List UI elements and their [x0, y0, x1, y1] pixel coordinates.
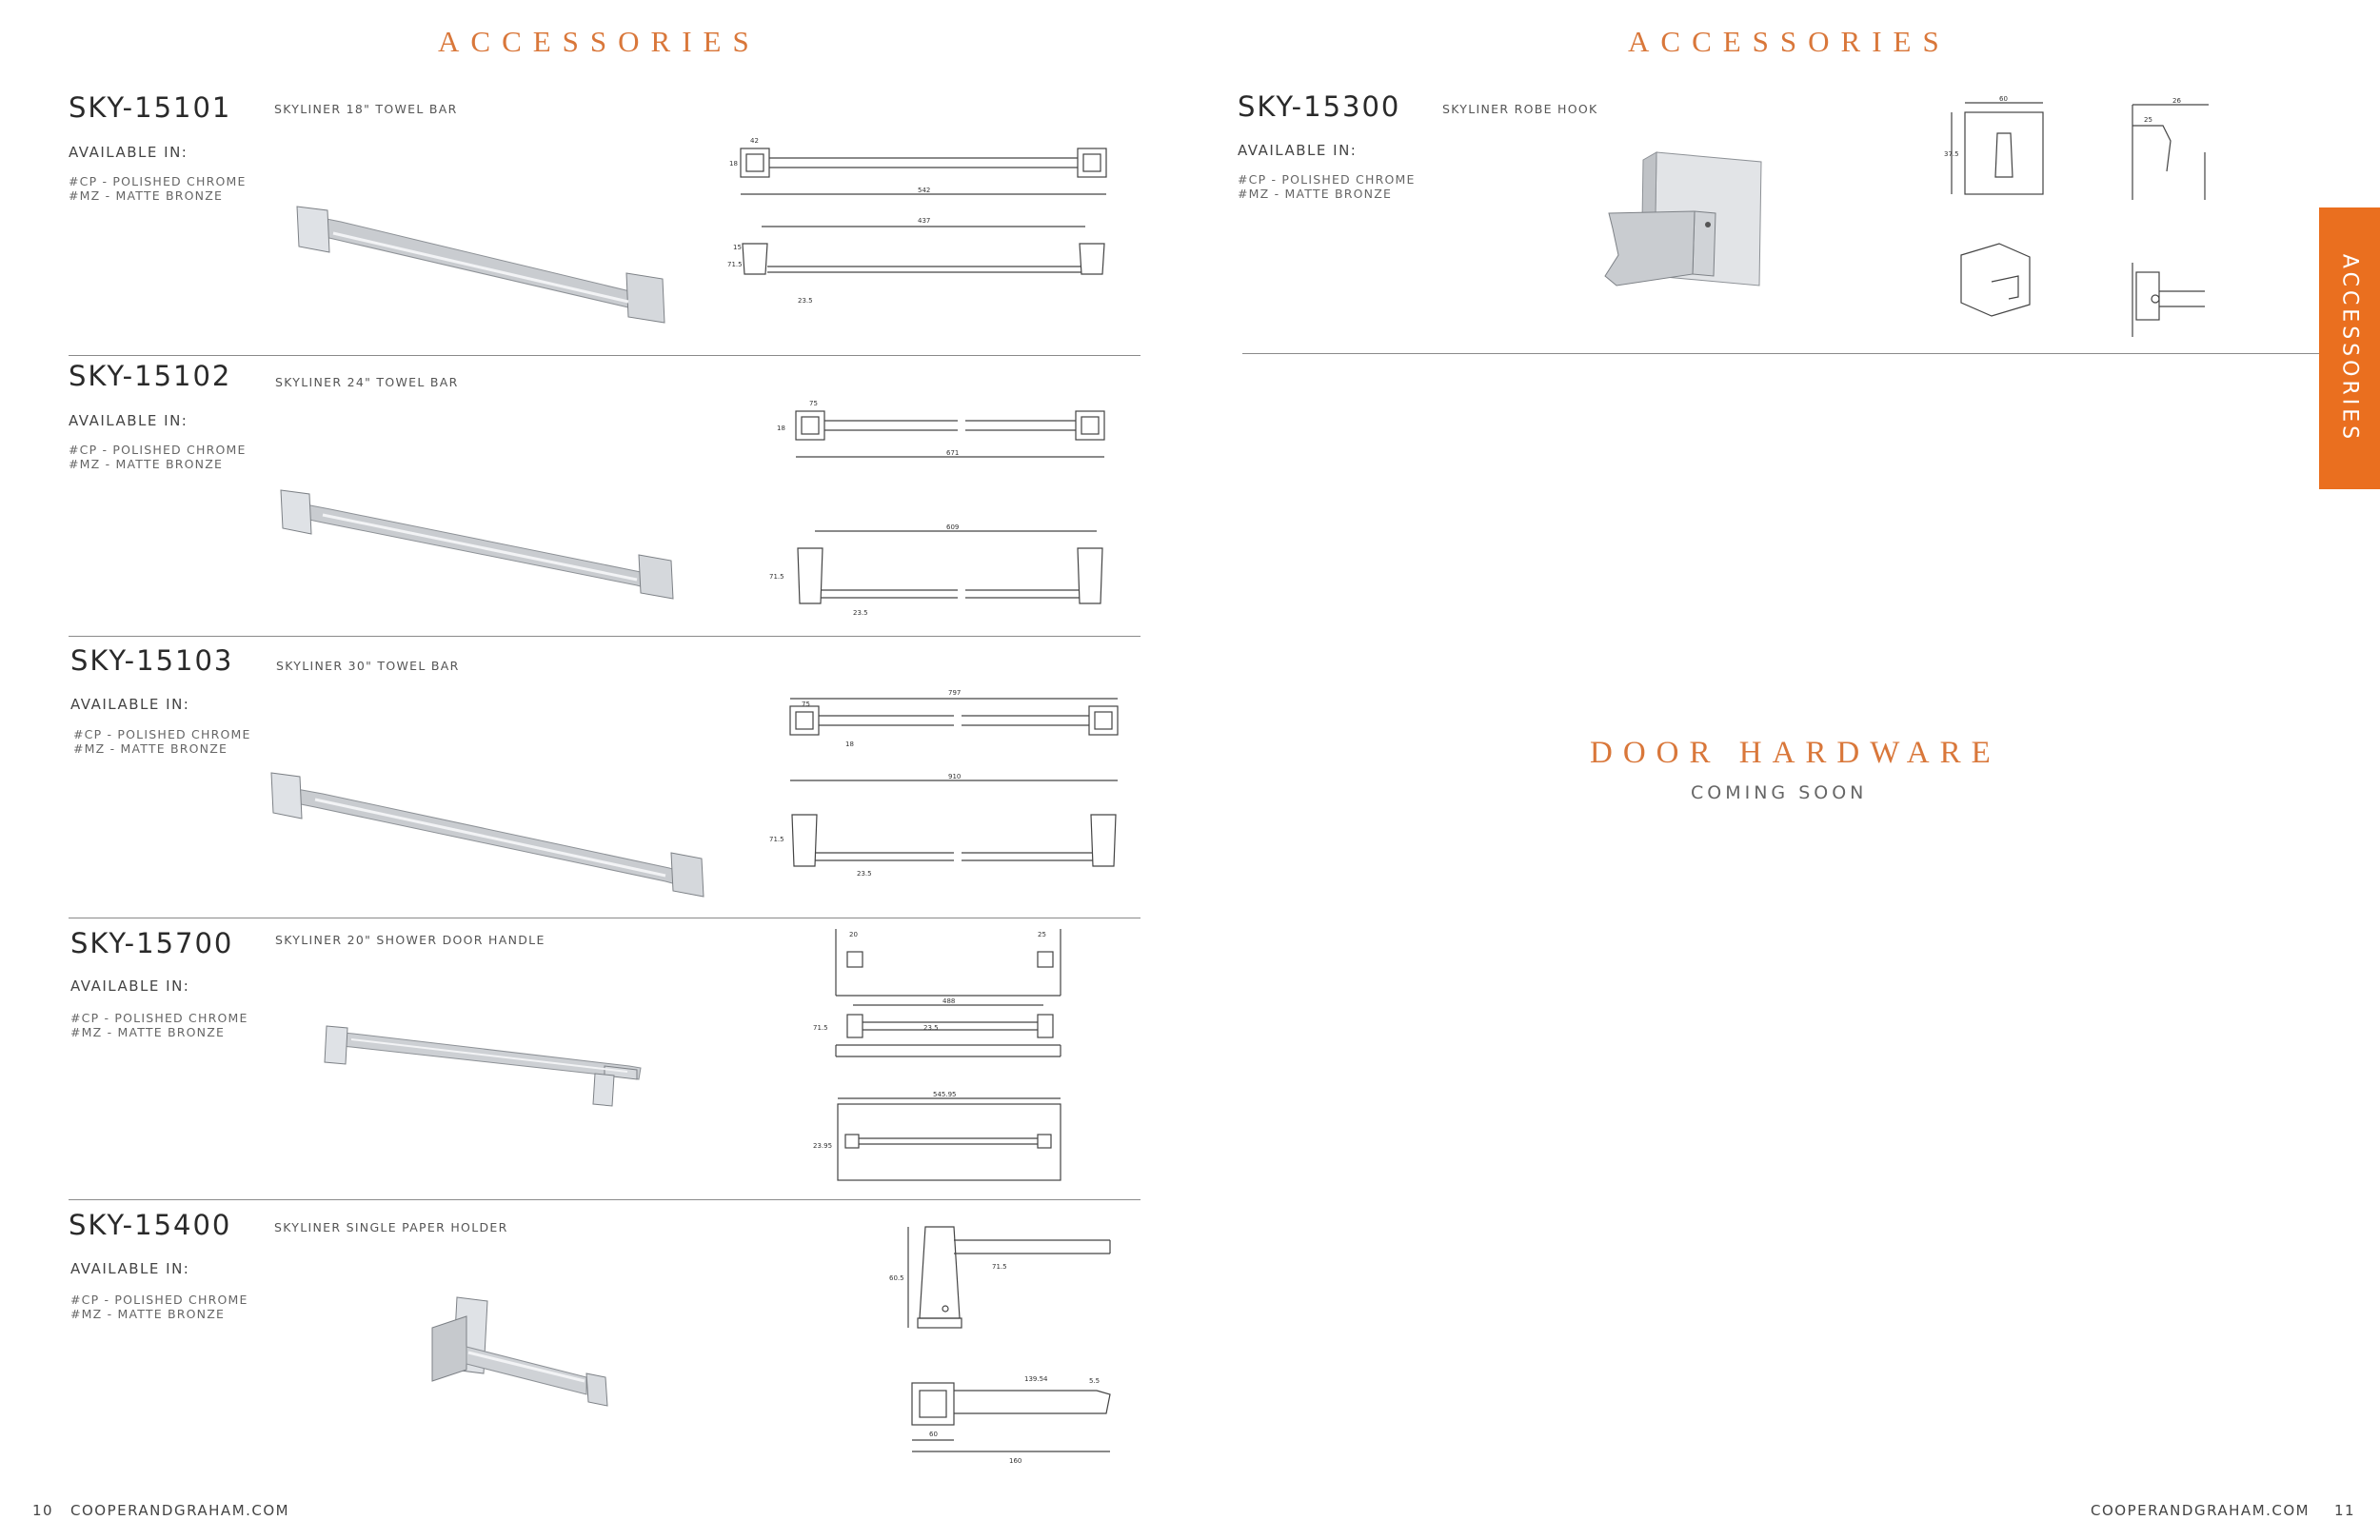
- product-sku: SKY-15101: [69, 91, 232, 124]
- dimension-label: 23.5: [853, 609, 868, 617]
- finish-item: #CP - POLISHED CHROME: [69, 443, 247, 457]
- section-divider: [69, 1199, 1140, 1200]
- dimension-label: 542: [918, 187, 930, 194]
- page-number-left: 10: [32, 1502, 54, 1519]
- finish-item: #MZ - MATTE BRONZE: [69, 457, 224, 471]
- dimension-label: 23.5: [923, 1024, 939, 1032]
- dimension-label: 545.95: [933, 1091, 957, 1098]
- section-divider: [69, 355, 1140, 356]
- product-name: SKYLINER ROBE HOOK: [1442, 102, 1598, 116]
- dimension-label: 75: [809, 400, 818, 407]
- technical-drawing: 20 25 488 71.5 23.5 545.95 23.95: [813, 929, 1061, 1181]
- available-label: AVAILABLE IN:: [70, 977, 190, 995]
- finish-item: #MZ - MATTE BRONZE: [70, 1025, 226, 1039]
- dimension-label: 23.5: [857, 870, 872, 878]
- dimension-label: 25: [1038, 931, 1046, 938]
- finish-list: #CP - POLISHED CHROME #MZ - MATTE BRONZE: [70, 1293, 248, 1321]
- product-name: SKYLINER 18" TOWEL BAR: [274, 102, 458, 116]
- left-section-title: ACCESSORIES: [438, 25, 761, 58]
- dimension-label: 71.5: [813, 1024, 828, 1032]
- available-label: AVAILABLE IN:: [70, 696, 190, 713]
- technical-drawing: 60 26 25 37.5: [1944, 95, 2209, 337]
- product-photo-towel-bar-24: [280, 489, 674, 600]
- finish-list: #CP - POLISHED CHROME #MZ - MATTE BRONZE: [1238, 172, 1416, 201]
- side-tab-label: ACCESSORIES: [2337, 253, 2362, 444]
- product-sku: SKY-15103: [70, 644, 234, 677]
- finish-item: #MZ - MATTE BRONZE: [69, 188, 224, 203]
- finish-item: #MZ - MATTE BRONZE: [1238, 187, 1393, 201]
- dimension-label: 910: [948, 773, 961, 780]
- technical-drawing: 797 75 18 910 71.5 23.5: [769, 689, 1119, 878]
- website-right: COOPERANDGRAHAM.COM: [2091, 1502, 2311, 1519]
- finish-list: #CP - POLISHED CHROME #MZ - MATTE BRONZE: [73, 727, 251, 756]
- website-left: COOPERANDGRAHAM.COM: [70, 1502, 290, 1519]
- available-label: AVAILABLE IN:: [69, 144, 188, 161]
- dimension-label: 75: [802, 701, 810, 708]
- available-label: AVAILABLE IN:: [69, 412, 188, 429]
- finish-item: #CP - POLISHED CHROME: [70, 1011, 248, 1025]
- product-photo-paper-holder: [431, 1296, 608, 1407]
- finish-list: #CP - POLISHED CHROME #MZ - MATTE BRONZE: [69, 174, 247, 203]
- product-sku: SKY-15300: [1238, 90, 1401, 123]
- dimension-label: 15: [733, 244, 742, 251]
- product-photo-towel-bar-30: [270, 772, 704, 898]
- dimension-label: 488: [942, 997, 955, 1005]
- finish-item: #CP - POLISHED CHROME: [1238, 172, 1416, 187]
- available-label: AVAILABLE IN:: [1238, 142, 1358, 159]
- dimension-label: 26: [2172, 97, 2181, 105]
- dimension-label: 60: [1999, 95, 2008, 103]
- finish-item: #MZ - MATTE BRONZE: [73, 741, 228, 756]
- dimension-label: 609: [946, 523, 959, 531]
- product-name: SKYLINER 20" SHOWER DOOR HANDLE: [275, 933, 545, 947]
- page-number-right: 11: [2334, 1502, 2356, 1519]
- dimension-label: 71.5: [727, 261, 743, 268]
- section-divider: [1242, 353, 2319, 354]
- dimension-label: 60: [929, 1431, 938, 1438]
- dimension-label: 437: [918, 217, 930, 225]
- dimension-label: 671: [946, 449, 959, 457]
- dimension-label: 71.5: [769, 836, 784, 843]
- finish-list: #CP - POLISHED CHROME #MZ - MATTE BRONZE: [69, 443, 247, 471]
- dimension-label: 18: [777, 424, 785, 432]
- dimension-label: 160: [1009, 1457, 1021, 1465]
- coming-soon-label: COMING SOON: [1691, 782, 1868, 803]
- available-label: AVAILABLE IN:: [70, 1260, 190, 1277]
- technical-drawing: 42 18 542 437 71.5 15 23.5: [727, 137, 1107, 305]
- dimension-label: 797: [948, 689, 961, 697]
- dimension-label: 5.5: [1089, 1377, 1100, 1385]
- product-sku: SKY-15102: [69, 360, 232, 392]
- technical-drawing: 60.5 71.5 139.54 60 160 5.5: [889, 1226, 1111, 1465]
- section-divider: [69, 636, 1140, 637]
- dimension-label: 25: [2144, 116, 2152, 124]
- dimension-label: 60.5: [889, 1274, 904, 1282]
- dimension-label: 139.54: [1024, 1375, 1048, 1383]
- dimension-label: 18: [729, 160, 738, 168]
- dimension-label: 42: [750, 137, 759, 145]
- right-section-title: ACCESSORIES: [1628, 25, 1951, 58]
- product-photo-shower-door-handle: [324, 1025, 642, 1107]
- finish-list: #CP - POLISHED CHROME #MZ - MATTE BRONZE: [70, 1011, 248, 1039]
- dimension-label: 71.5: [769, 573, 784, 581]
- finish-item: #MZ - MATTE BRONZE: [70, 1307, 226, 1321]
- product-name: SKYLINER 30" TOWEL BAR: [276, 659, 460, 673]
- product-photo-robe-hook: [1604, 151, 1762, 286]
- dimension-label: 23.95: [813, 1142, 832, 1150]
- technical-drawing: 75 18 671 609 71.5 23.5: [769, 400, 1105, 617]
- side-tab: ACCESSORIES: [2319, 207, 2380, 489]
- dimension-label: 37.5: [1944, 150, 1959, 158]
- finish-item: #CP - POLISHED CHROME: [70, 1293, 248, 1307]
- product-name: SKYLINER SINGLE PAPER HOLDER: [274, 1220, 508, 1234]
- door-hardware-title: DOOR HARDWARE: [1590, 736, 2001, 770]
- product-photo-towel-bar-18: [296, 206, 665, 324]
- dimension-label: 71.5: [992, 1263, 1007, 1271]
- dimension-label: 20: [849, 931, 858, 938]
- product-sku: SKY-15700: [70, 927, 234, 959]
- product-sku: SKY-15400: [69, 1209, 232, 1241]
- finish-item: #CP - POLISHED CHROME: [73, 727, 251, 741]
- dimension-label: 18: [845, 740, 854, 748]
- finish-item: #CP - POLISHED CHROME: [69, 174, 247, 188]
- product-name: SKYLINER 24" TOWEL BAR: [275, 375, 459, 389]
- dimension-label: 23.5: [798, 297, 813, 305]
